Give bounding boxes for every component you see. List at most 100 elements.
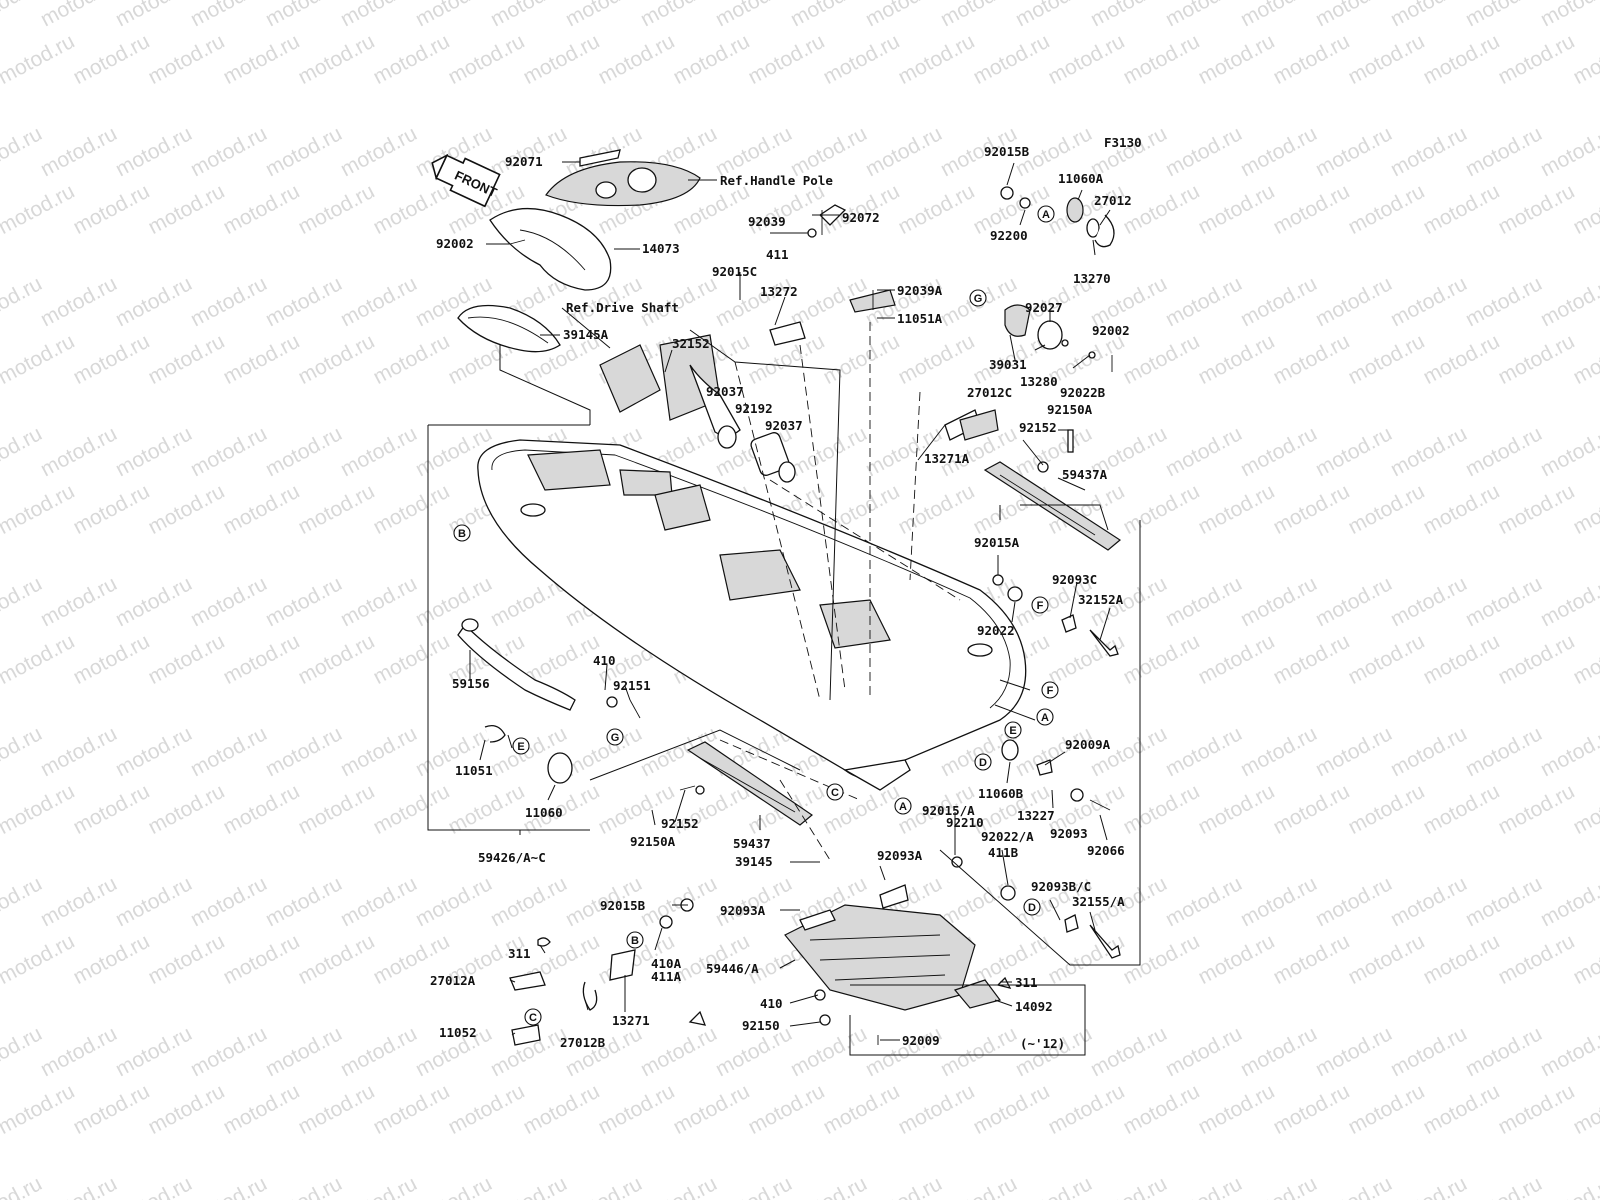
watermark-text: motod.ru — [1419, 30, 1503, 89]
watermark-text: motod.ru — [1569, 180, 1600, 239]
part-label: 92037 — [706, 384, 744, 399]
watermark-text: motod.ru — [1044, 930, 1128, 989]
watermark-text: motod.ru — [144, 180, 228, 239]
part-label: 92152 — [661, 816, 699, 831]
watermark-text: motod.ru — [1537, 1022, 1600, 1081]
watermark-text: motod.ru — [1344, 930, 1428, 989]
watermark-text: motod.ru — [1162, 272, 1246, 331]
watermark-text: motod.ru — [1419, 630, 1503, 689]
watermark-text: motod.ru — [969, 1080, 1053, 1139]
watermark-text: motod.ru — [337, 0, 421, 31]
marker-circle-a — [1037, 205, 1055, 223]
part-label: 27012B — [560, 1035, 606, 1050]
watermark-text: motod.ru — [294, 930, 378, 989]
marker-label-f: F — [1047, 685, 1054, 697]
watermark-text: motod.ru — [1237, 422, 1321, 481]
watermark-text: motod.ru — [712, 1172, 796, 1200]
part-label: 59437 — [733, 836, 771, 851]
watermark-text: motod.ru — [1537, 272, 1600, 331]
watermark-text: motod.ru — [519, 30, 603, 89]
watermark-text: motod.ru — [937, 0, 1021, 31]
watermark-text: motod.ru — [1419, 480, 1503, 539]
watermark-text: motod.ru — [1387, 0, 1471, 31]
part-label: 92192 — [735, 401, 773, 416]
watermark-text: motod.ru — [1537, 722, 1600, 781]
marker-label-a: A — [1041, 712, 1049, 724]
watermark-text: motod.ru — [1194, 330, 1278, 389]
watermark-text: motod.ru — [637, 1172, 721, 1200]
watermark-text: motod.ru — [1312, 422, 1396, 481]
watermark-text: motod.ru — [1194, 30, 1278, 89]
watermark-text: motod.ru — [1387, 572, 1471, 631]
part-label: 92150A — [1047, 402, 1093, 417]
watermark-text: motod.ru — [894, 180, 978, 239]
part-label: 92200 — [990, 228, 1028, 243]
marker-label-b: B — [458, 528, 466, 540]
part-label: 11060 — [525, 805, 563, 820]
watermark-text: motod.ru — [294, 1080, 378, 1139]
watermark-text: motod.ru — [1537, 1172, 1600, 1200]
part-label: 92015A — [974, 535, 1020, 550]
watermark-text: motod.ru — [562, 0, 646, 31]
watermark-text: motod.ru — [744, 1080, 828, 1139]
watermark-text: motod.ru — [1237, 122, 1321, 181]
watermark-text: motod.ru — [1269, 30, 1353, 89]
watermark-text: motod.ru — [1387, 1022, 1471, 1081]
watermark-text: motod.ru — [112, 272, 196, 331]
watermark-text: motod.ru — [1237, 1172, 1321, 1200]
tube-59156 — [457, 618, 576, 711]
watermark-text: motod.ru — [819, 30, 903, 89]
watermark-text: motod.ru — [1387, 1172, 1471, 1200]
watermark-text: motod.ru — [1569, 1080, 1600, 1139]
watermark-text: motod.ru — [1269, 930, 1353, 989]
watermark-text: motod.ru — [294, 330, 378, 389]
watermark-text: motod.ru — [1194, 930, 1278, 989]
watermark-text: motod.ru — [1494, 30, 1578, 89]
part-label: 92015B — [984, 144, 1030, 159]
watermark-text: motod.ru — [1044, 180, 1128, 239]
watermark-text: motod.ru — [1387, 122, 1471, 181]
watermark-text: motod.ru — [187, 572, 271, 631]
part-label: 92150 — [742, 1018, 780, 1033]
watermark-text: motod.ru — [1194, 480, 1278, 539]
part-label: 411A — [651, 969, 682, 984]
boot-32152 — [599, 334, 796, 483]
watermark-text: motod.ru — [144, 630, 228, 689]
watermark-text: motod.ru — [0, 480, 78, 539]
watermark-text: motod.ru — [219, 780, 303, 839]
watermark-text: motod.ru — [1269, 630, 1353, 689]
watermark-text: motod.ru — [37, 1022, 121, 1081]
part-label: 92002 — [1092, 323, 1130, 338]
watermark-text: motod.ru — [0, 422, 46, 481]
watermark-text: motod.ru — [1312, 122, 1396, 181]
marker-circle-c — [826, 783, 844, 801]
marker-label-b: B — [631, 935, 639, 947]
watermark-text: motod.ru — [1569, 780, 1600, 839]
marker-label-a: A — [899, 801, 907, 813]
watermark-text: motod.ru — [112, 1172, 196, 1200]
marker-label-f: F — [1037, 600, 1044, 612]
part-label: 411 — [766, 247, 789, 262]
watermark-text: motod.ru — [294, 30, 378, 89]
watermark-text: motod.ru — [744, 180, 828, 239]
watermark-text: motod.ru — [1462, 0, 1546, 31]
watermark-text: motod.ru — [1087, 1172, 1171, 1200]
part-label: 32152 — [672, 336, 710, 351]
part-label: 92037 — [765, 418, 803, 433]
watermark-text: motod.ru — [412, 1172, 496, 1200]
marker-label-e: E — [517, 741, 524, 753]
part-label: 14073 — [642, 241, 680, 256]
marker-label-c: C — [529, 1012, 537, 1024]
part-label: 92093A — [877, 848, 923, 863]
watermark-text: motod.ru — [862, 1022, 946, 1081]
watermark-text: motod.ru — [219, 930, 303, 989]
watermark-text: motod.ru — [0, 330, 78, 389]
watermark-text: motod.ru — [369, 330, 453, 389]
watermark-text: motod.ru — [1419, 330, 1503, 389]
watermark-text: motod.ru — [1494, 780, 1578, 839]
watermark-text: motod.ru — [1237, 0, 1321, 31]
part-label: 59426/A~C — [478, 850, 546, 865]
watermark-text: motod.ru — [637, 1022, 721, 1081]
watermark-text: motod.ru — [262, 122, 346, 181]
watermark-text: motod.ru — [144, 780, 228, 839]
